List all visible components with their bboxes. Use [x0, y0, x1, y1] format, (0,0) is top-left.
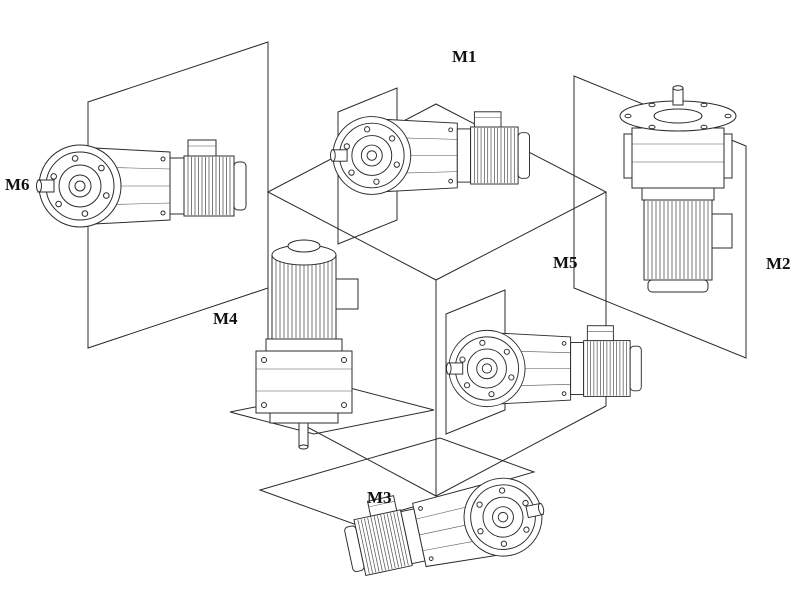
label-m5: M5 — [553, 253, 578, 272]
gearmotor-m2-illustration — [619, 85, 737, 293]
gearmotor-m3-illustration — [339, 465, 552, 589]
mounting-plane-m6 — [87, 41, 269, 349]
gearmotor-m1-illustration — [330, 111, 530, 195]
label-m4: M4 — [213, 309, 238, 328]
label-m6: M6 — [5, 175, 30, 194]
mounting-plane-m5 — [445, 289, 506, 435]
gearmotor-m4-illustration — [255, 239, 359, 450]
mounting-plane-m1 — [337, 87, 398, 245]
label-m2: M2 — [766, 254, 791, 273]
mounting-plane-m3 — [258, 437, 536, 525]
gearmotor-m5-illustration — [445, 325, 642, 408]
gearmotor-m6-illustration — [36, 139, 247, 228]
label-m3: M3 — [367, 488, 392, 507]
label-m1: M1 — [452, 47, 477, 66]
